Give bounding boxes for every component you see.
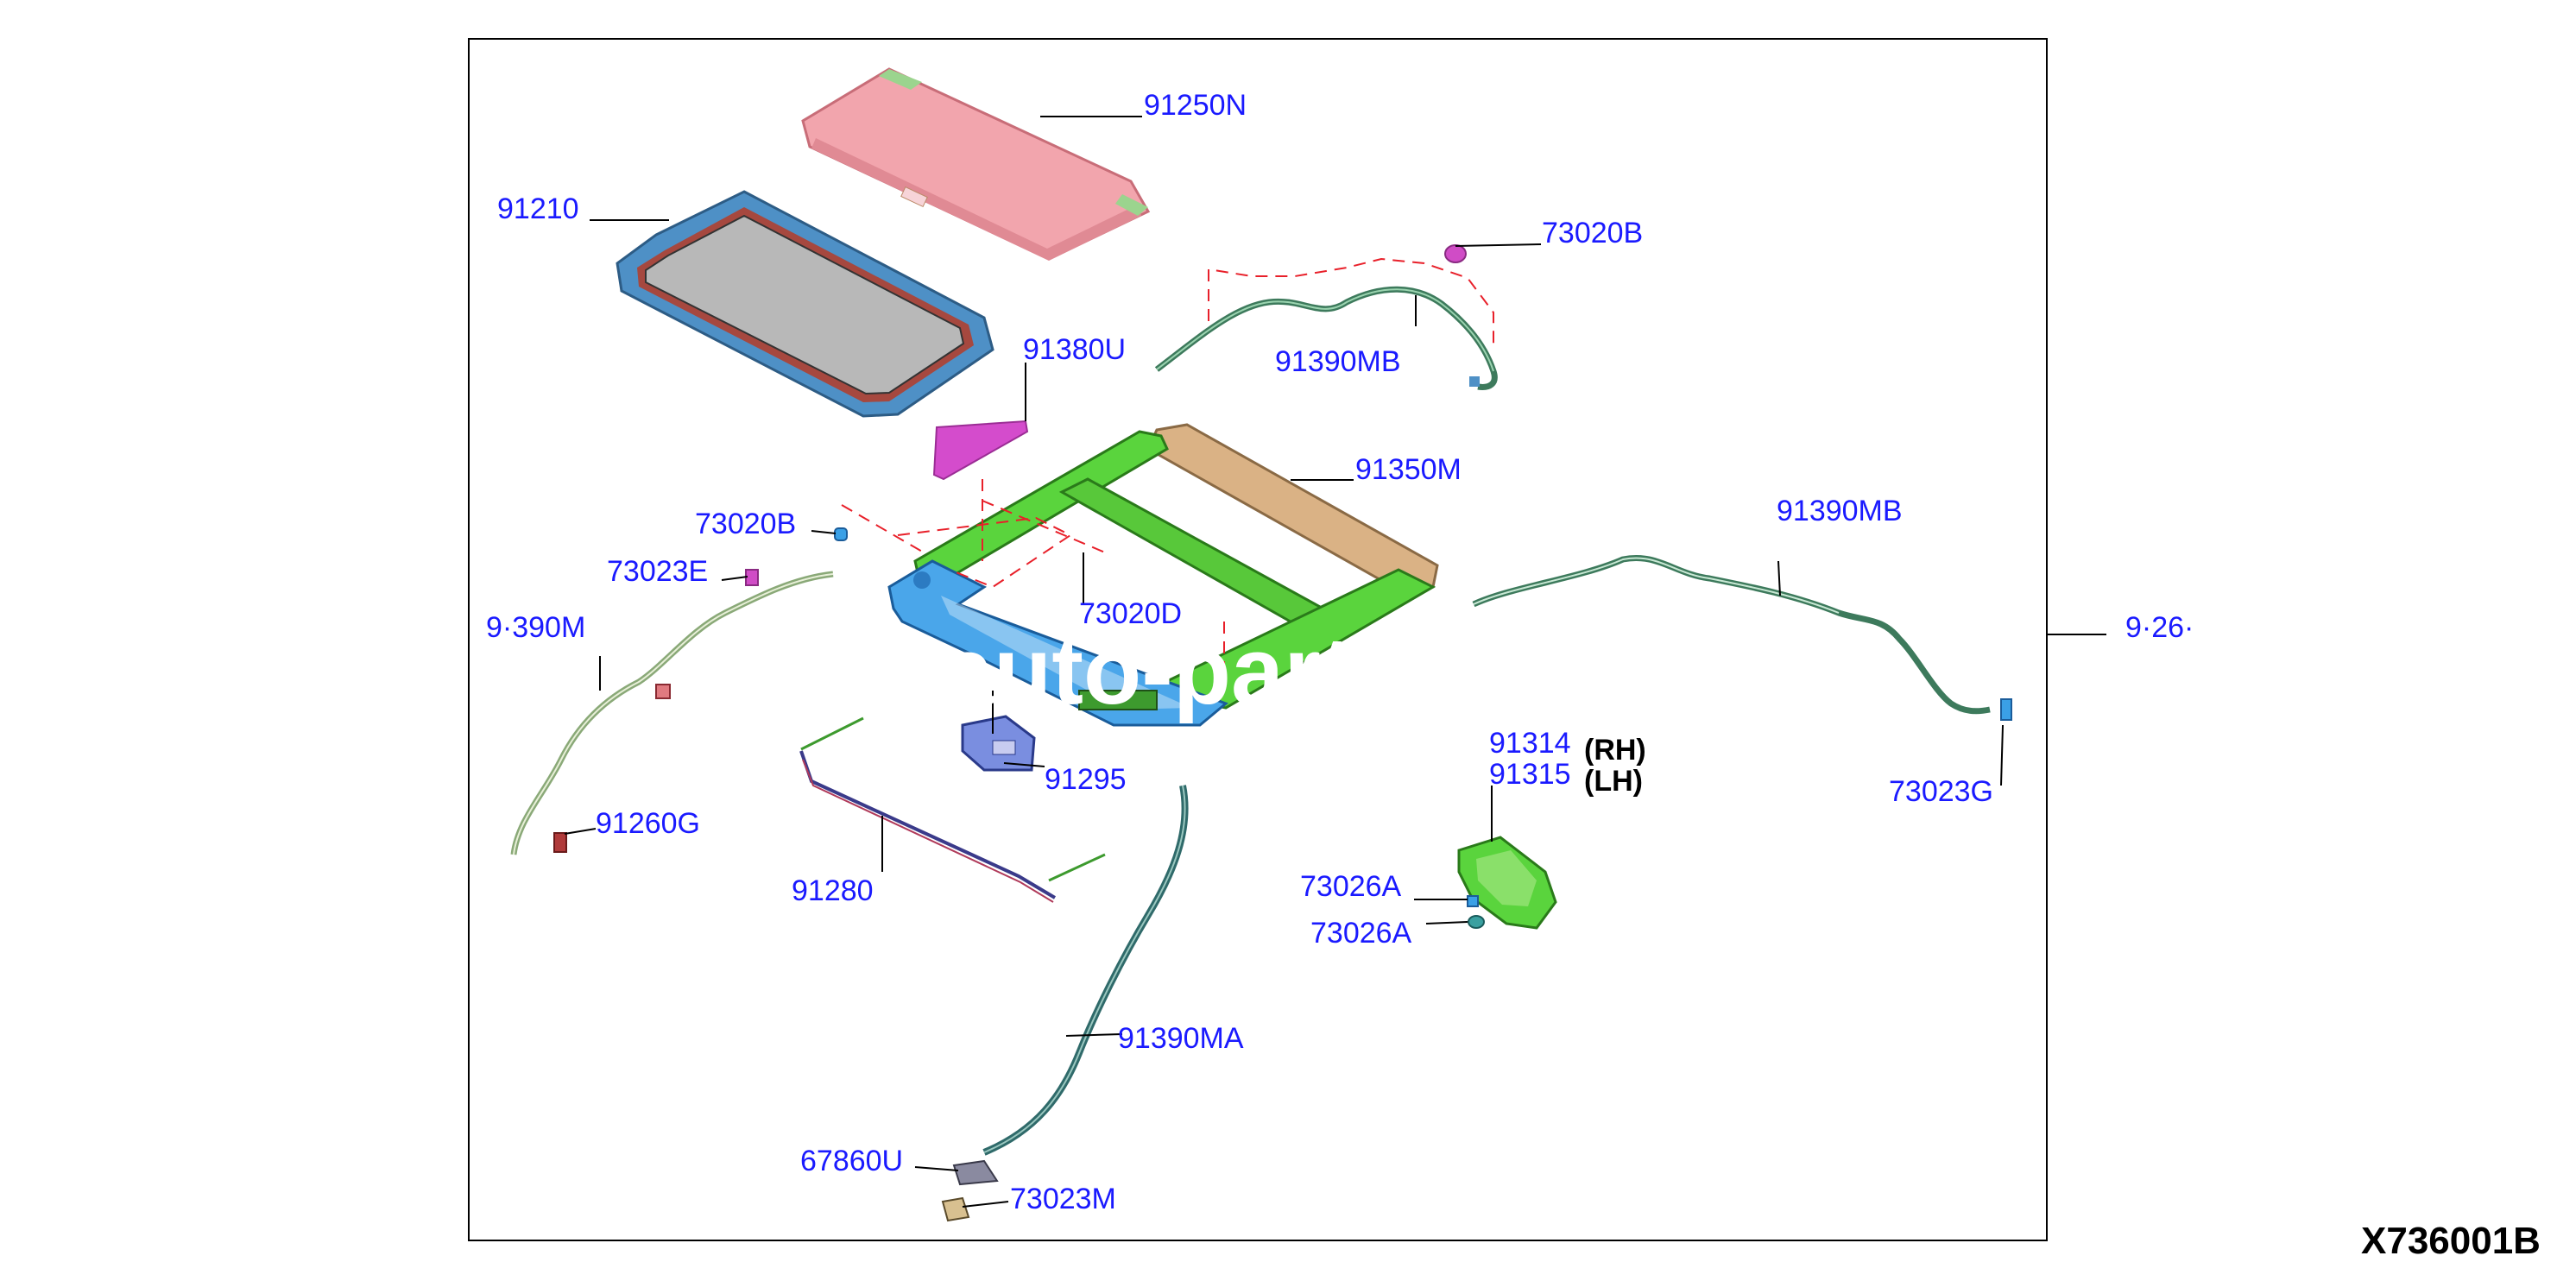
label-73020D: 73020D bbox=[1079, 597, 1182, 630]
leader-lines bbox=[564, 116, 2106, 1208]
diagram-code: X736001B bbox=[2361, 1220, 2541, 1262]
label-73023M: 73023M bbox=[1010, 1183, 1116, 1215]
drain-outlet-67860u-part[interactable] bbox=[952, 1159, 999, 1186]
nut-73026a-upper-part[interactable] bbox=[1467, 895, 1479, 907]
label-91280: 91280 bbox=[792, 874, 874, 907]
clip-73023e-part[interactable] bbox=[745, 569, 759, 586]
drain-hose-bottom-part[interactable] bbox=[982, 785, 1189, 1156]
nut-73026a-lower-part[interactable] bbox=[1468, 915, 1485, 929]
watermark-text: auto-part bbox=[941, 618, 1353, 724]
small-pink-clip-part[interactable] bbox=[655, 684, 671, 699]
drain-hose-upper-part[interactable] bbox=[1154, 257, 1498, 390]
bracket-part[interactable] bbox=[1457, 836, 1557, 930]
label-91390MB-right: 91390MB bbox=[1777, 495, 1903, 527]
label-lh: (LH) bbox=[1584, 765, 1643, 798]
diagram-border bbox=[468, 38, 2048, 1241]
label-91265: 9·26· bbox=[2125, 611, 2194, 644]
label-73020B-left: 73020B bbox=[695, 508, 796, 540]
label-67860U: 67860U bbox=[800, 1145, 903, 1177]
label-73020B-upper: 73020B bbox=[1542, 217, 1643, 249]
label-91315: 91315 bbox=[1489, 758, 1571, 791]
label-91380U: 91380U bbox=[1023, 333, 1126, 366]
label-91390MA: 91390MA bbox=[1118, 1022, 1244, 1055]
glass-panel-part[interactable] bbox=[801, 67, 1151, 261]
label-73023E: 73023E bbox=[607, 555, 708, 588]
label-91314: 91314 bbox=[1489, 727, 1571, 760]
label-91390MB-upper: 91390MB bbox=[1275, 345, 1401, 378]
label-91210: 91210 bbox=[497, 192, 579, 225]
label-91350M: 91350M bbox=[1355, 453, 1462, 486]
label-73023G: 73023G bbox=[1889, 775, 1993, 808]
motor-part[interactable] bbox=[961, 715, 1036, 772]
deflector-part[interactable] bbox=[932, 420, 1029, 481]
clip-73023m-part[interactable] bbox=[941, 1196, 970, 1222]
grommet-73020b-upper-part[interactable] bbox=[1444, 244, 1467, 263]
drain-hose-left-part[interactable] bbox=[510, 571, 834, 855]
grommet-73020b-left-part[interactable] bbox=[834, 527, 848, 541]
label-91250N: 91250N bbox=[1144, 89, 1247, 122]
clip-91260g-part[interactable] bbox=[553, 832, 567, 853]
label-91260G: 91260G bbox=[596, 807, 700, 840]
glass-seal-frame-part[interactable] bbox=[616, 190, 994, 418]
weatherstrip-part[interactable] bbox=[799, 716, 1106, 903]
label-91390M: 9·390M bbox=[486, 611, 585, 644]
sunroof-frame-part[interactable] bbox=[887, 423, 1439, 727]
drain-hose-right-part[interactable] bbox=[1472, 555, 1991, 715]
label-rh: (RH) bbox=[1584, 734, 1646, 767]
label-91295: 91295 bbox=[1045, 763, 1127, 796]
label-73026A-upper: 73026A bbox=[1300, 870, 1402, 903]
label-73026A-lower: 73026A bbox=[1310, 917, 1412, 950]
clip-73023g-part[interactable] bbox=[2000, 698, 2012, 721]
